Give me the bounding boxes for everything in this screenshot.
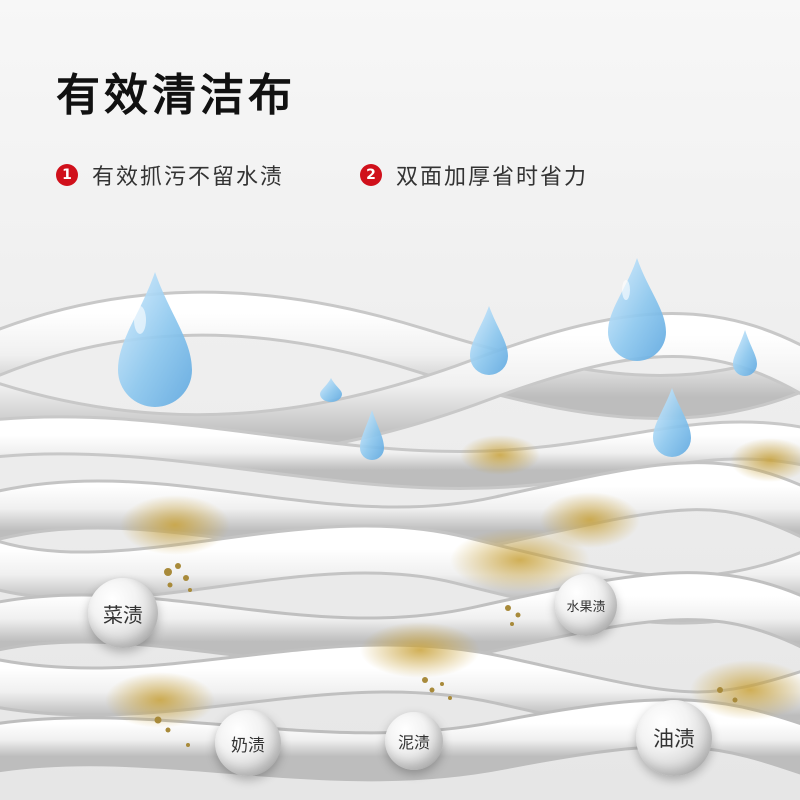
feature-item-2: 2 双面加厚省时省力 bbox=[360, 160, 588, 190]
page-title: 有效清洁布 bbox=[56, 70, 296, 121]
stain-bubble-fruit: 水果渍 bbox=[555, 574, 617, 636]
feature-item-1: 1 有效抓污不留水渍 bbox=[56, 160, 284, 190]
stain-bubble-milk: 奶渍 bbox=[215, 710, 281, 776]
water-drops bbox=[118, 258, 757, 460]
dirt-particles bbox=[154, 563, 738, 747]
feature-number-badge: 2 bbox=[360, 164, 382, 186]
stain-bubble-vegetable: 菜渍 bbox=[88, 578, 158, 648]
feature-number-badge: 1 bbox=[56, 164, 78, 186]
stain-patches bbox=[105, 435, 800, 728]
feature-text: 双面加厚省时省力 bbox=[396, 165, 589, 190]
stain-bubble-oil: 油渍 bbox=[636, 700, 712, 776]
feature-text: 有效抓污不留水渍 bbox=[92, 165, 285, 190]
stain-bubble-mud: 泥渍 bbox=[385, 712, 443, 770]
